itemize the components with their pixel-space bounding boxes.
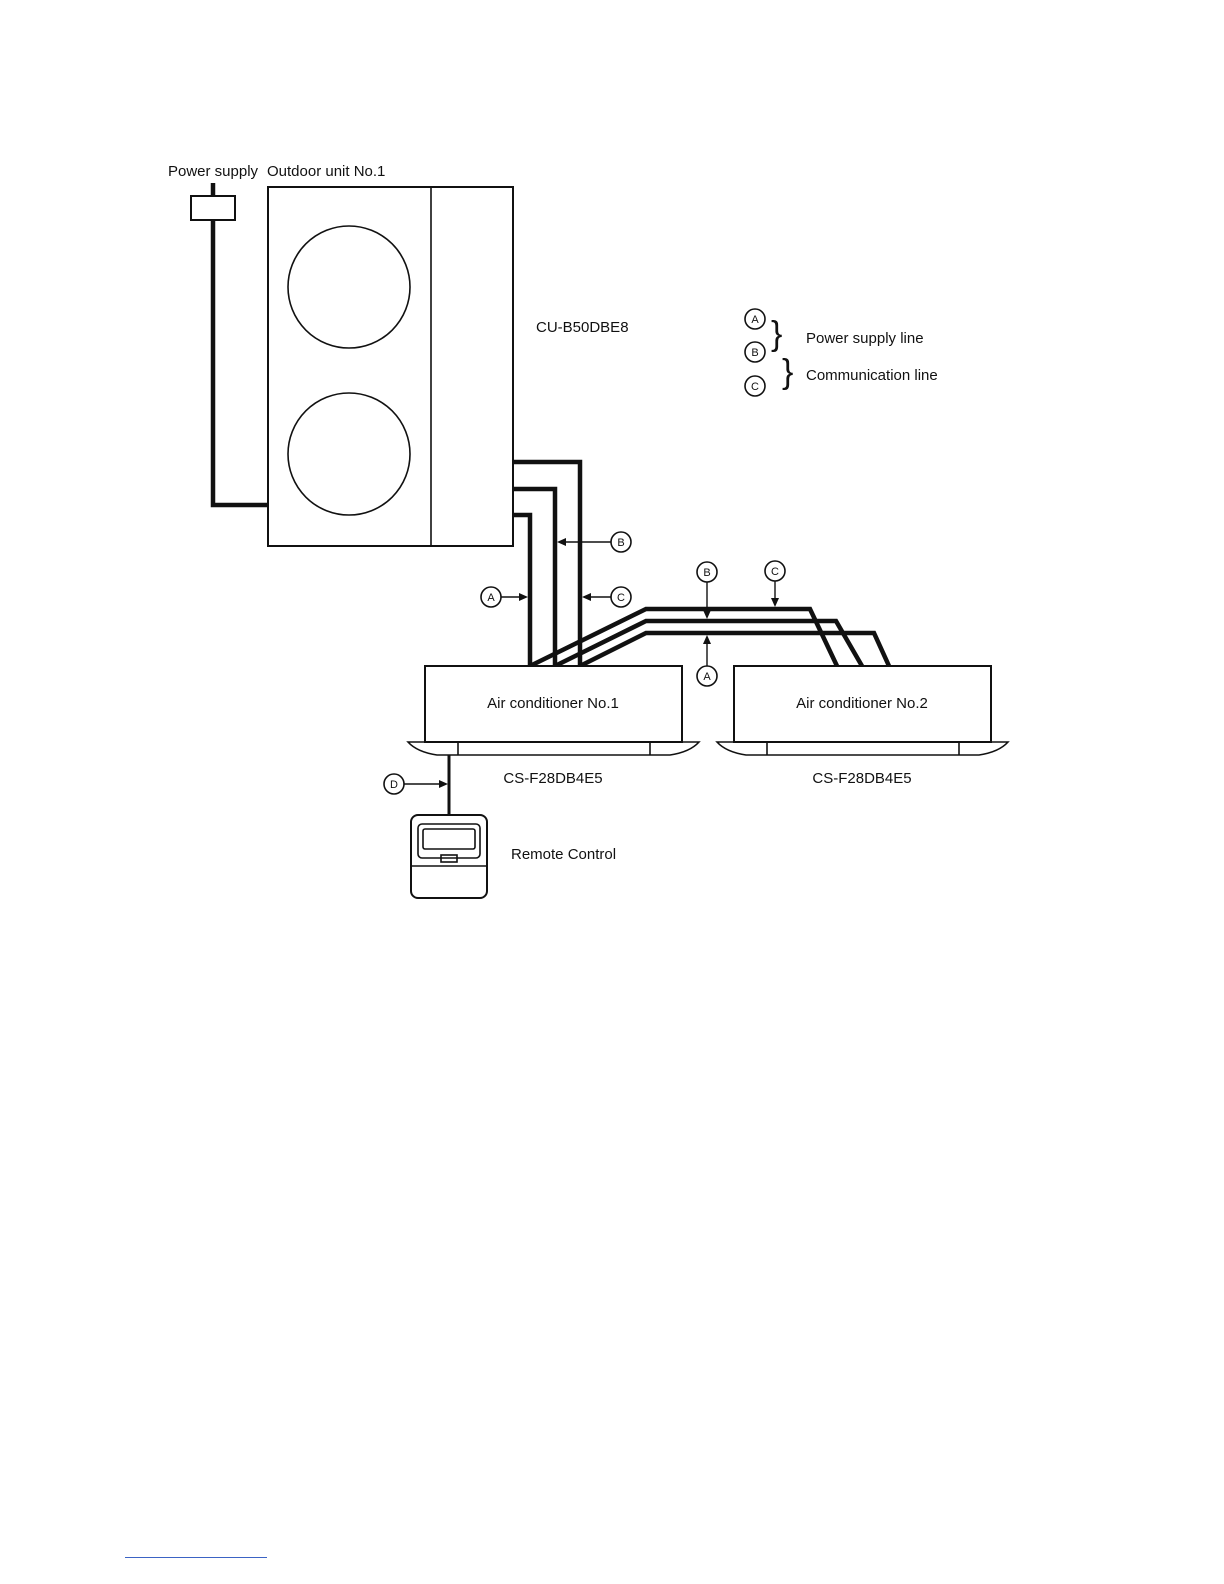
marker-b-outdoor: B [617,537,624,549]
ac1-model: CS-F28DB4E5 [503,770,602,787]
outdoor-to-ac1-cables [513,462,580,666]
ac1-to-ac2-cables [530,609,889,666]
legend: A B C } } Power supply line Communicatio… [745,309,938,396]
legend-brace-communication: } [782,353,793,391]
callout-a-indoor: A [697,635,717,686]
legend-brace-power: } [771,315,782,353]
ac1-label: Air conditioner No.1 [487,695,619,712]
outdoor-unit [268,187,513,546]
callout-a-outdoor: A [481,587,528,607]
power-supply-cable [213,220,268,505]
marker-a-indoor: A [703,671,711,683]
callout-c-outdoor: C [582,587,631,607]
outdoor-unit-model: CU-B50DBE8 [536,319,629,336]
legend-communication-line: Communication line [806,367,938,384]
remote-control-label: Remote Control [511,846,616,863]
outdoor-unit-label: Outdoor unit No.1 [267,163,385,180]
callout-b-outdoor: B [557,532,631,552]
power-supply-plug [191,183,235,220]
ac2-model: CS-F28DB4E5 [812,770,911,787]
legend-power-supply-line: Power supply line [806,330,924,347]
marker-a-outdoor: A [487,592,495,604]
callout-d: D [384,774,448,794]
legend-marker-a: A [751,314,759,326]
marker-c-indoor: C [771,566,779,578]
legend-marker-c: C [751,381,759,393]
ac2-label: Air conditioner No.2 [796,695,928,712]
marker-c-outdoor: C [617,592,625,604]
power-supply-label: Power supply [168,163,259,180]
legend-marker-b: B [751,347,758,359]
footer-rule [125,1557,267,1558]
marker-b-indoor: B [703,567,710,579]
callout-c-indoor: C [765,561,785,607]
remote-control-icon [411,815,487,898]
marker-d: D [390,779,398,791]
